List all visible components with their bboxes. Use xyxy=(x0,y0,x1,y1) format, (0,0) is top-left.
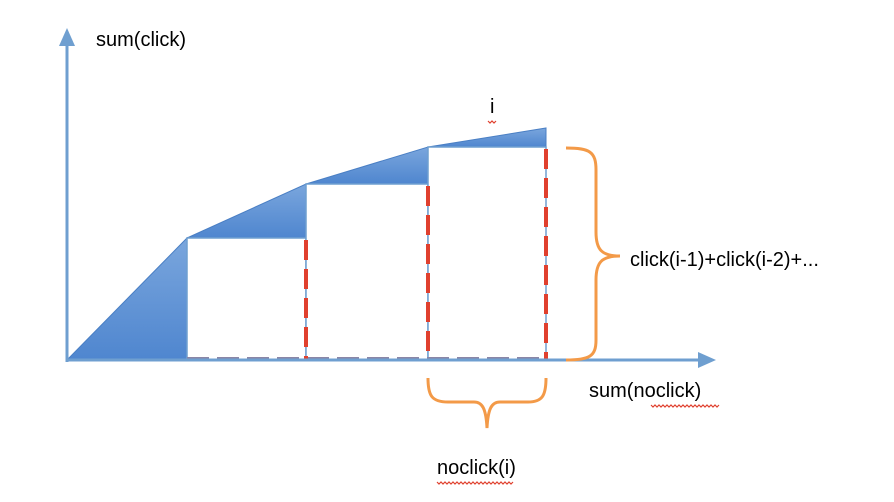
curve-shaded-areas xyxy=(65,127,547,361)
dashed-verticals xyxy=(304,149,548,360)
curve-area-segment-4 xyxy=(427,127,547,148)
x-axis-label: sum(noclick) xyxy=(589,380,701,402)
point-i-label: i xyxy=(490,96,494,118)
curve-area-segment-3 xyxy=(305,146,429,185)
curly-brace-right-icon xyxy=(565,146,621,362)
curly-brace-down-icon xyxy=(426,377,548,429)
curve-area-segment-1 xyxy=(65,236,188,361)
step-rectangle-1 xyxy=(186,237,307,361)
curve-area-segment-2 xyxy=(186,183,307,239)
step-rectangle-2 xyxy=(305,183,429,361)
arrow-up-icon xyxy=(59,28,75,46)
spellcheck-underlines xyxy=(436,120,720,485)
spellcheck-underline-i xyxy=(487,120,497,124)
spellcheck-underline-noclick-axis xyxy=(650,404,720,408)
horizontal-brace-label: noclick(i) xyxy=(437,457,516,479)
vertical-brace-label: click(i-1)+click(i-2)+... xyxy=(630,249,819,271)
arrow-right-icon xyxy=(698,352,716,368)
axes xyxy=(59,28,716,368)
spellcheck-underline-noclick-brace xyxy=(436,481,514,485)
y-axis-label: sum(click) xyxy=(96,29,186,51)
step-rectangles xyxy=(186,146,547,361)
step-rectangle-3 xyxy=(427,146,547,361)
